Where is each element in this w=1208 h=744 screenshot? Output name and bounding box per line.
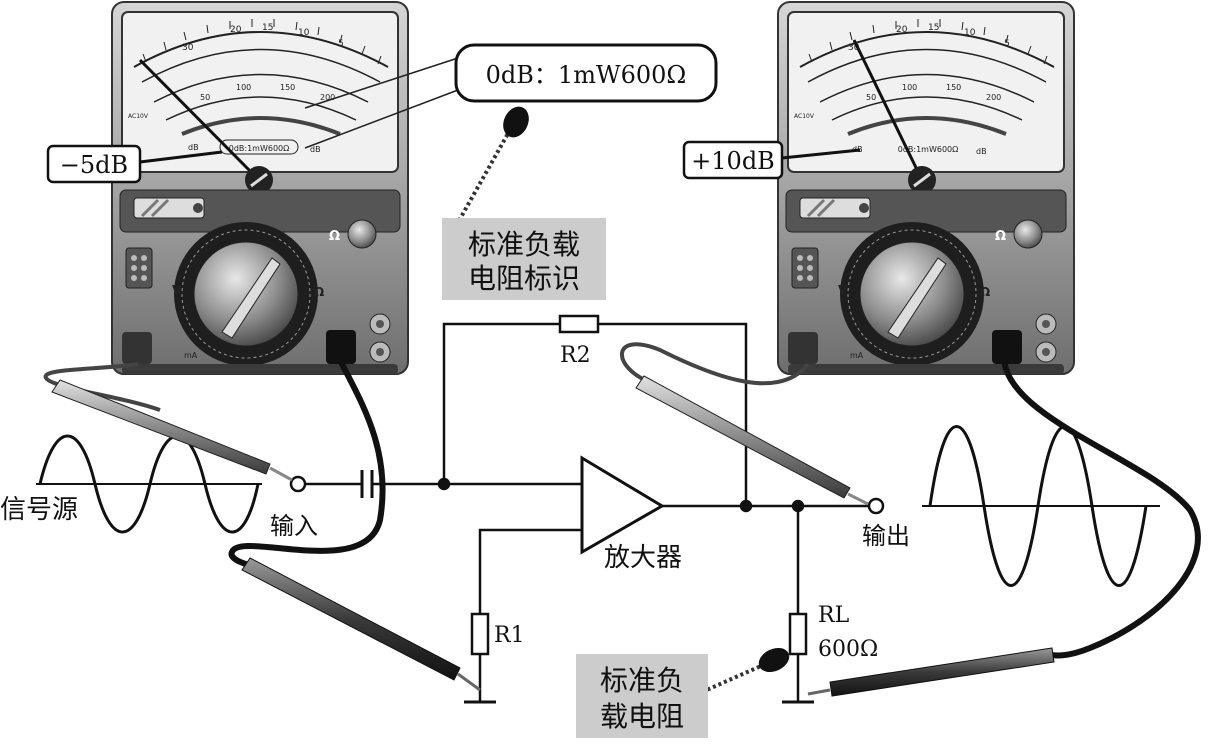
input-terminal[interactable] [289, 475, 307, 493]
right-selector-ohm-mark: Ω [980, 285, 990, 299]
right-needle [852, 39, 924, 181]
amplifier-triangle [580, 455, 665, 555]
svg-text:100: 100 [236, 83, 251, 92]
right-multimeter: 30 20 15 10 5 50 100 150 200 AC10V dB 0d… [777, 1, 1075, 375]
left-input-probe[interactable] [51, 379, 271, 475]
left-selector-v-mark: V [172, 283, 182, 297]
right-v-jack[interactable] [992, 330, 1022, 364]
left-needle [138, 58, 261, 182]
svg-text:15: 15 [928, 23, 939, 33]
signal-source-label: 信号源 [0, 495, 78, 525]
r1-resistor [470, 612, 490, 656]
left-selector-ma-mark: mA [184, 351, 198, 360]
right-dial-range-label: AC10V [794, 113, 815, 120]
rl-resistor [788, 612, 808, 656]
right-dial-ref-label: 0dB:1mW600Ω [898, 145, 959, 154]
left-v-jack[interactable] [326, 330, 356, 364]
standard-load-resistor-box: 标准负 载电阻 [576, 654, 708, 738]
right-ohm-adjust-knob[interactable] [1013, 219, 1043, 249]
svg-text:15: 15 [262, 23, 273, 33]
svg-text:50: 50 [200, 93, 210, 102]
svg-text:150: 150 [280, 83, 295, 92]
standard-load-mark-box: 标准负载 电阻标识 [442, 218, 606, 300]
right-reading-label: +10dB [691, 147, 775, 175]
left-multimeter: 30 20 15 10 5 50 100 150 200 AC10V dB 0d… [111, 1, 409, 375]
standard-load-resistor-line1: 标准负 [600, 664, 684, 697]
svg-text:30: 30 [848, 43, 860, 53]
svg-text:dB: dB [310, 145, 321, 154]
standard-load-mark-line2: 电阻标识 [468, 262, 580, 295]
svg-text:dB: dB [976, 147, 987, 156]
left-com-jack[interactable] [122, 332, 152, 364]
left-ohm-adjust-knob[interactable] [347, 219, 377, 249]
standard-load-resistor-line2: 载电阻 [600, 700, 684, 733]
right-selector-ma-mark: mA [850, 351, 864, 360]
svg-text:20: 20 [896, 25, 908, 35]
svg-text:200: 200 [986, 93, 1001, 102]
standard-load-mark-line1: 标准负载 [468, 228, 580, 261]
right-com-jack[interactable] [788, 332, 818, 364]
right-dial-ticks [808, 19, 1048, 65]
r2-label: R2 [560, 343, 591, 368]
circuit [36, 314, 1160, 704]
left-reading-label: −5dB [60, 151, 128, 179]
output-label: 输出 [862, 522, 910, 550]
left-dial-db-mark: dB [188, 143, 199, 152]
svg-text:150: 150 [946, 83, 961, 92]
left-meter-v-lead [228, 358, 481, 692]
amplifier-label: 放大器 [604, 543, 682, 573]
standard-load-resistor-pointer [696, 647, 790, 698]
right-dial-scales [799, 31, 1055, 136]
left-selector-ohm-mark: Ω [314, 285, 324, 299]
svg-text:100: 100 [902, 83, 917, 92]
right-range-selector-knob[interactable] [859, 241, 965, 347]
left-ground-probe[interactable] [241, 557, 461, 681]
svg-text:50: 50 [866, 93, 876, 102]
output-terminal[interactable] [867, 497, 885, 515]
r1-label: R1 [494, 623, 525, 648]
left-dial-range-label: AC10V [128, 113, 149, 120]
left-dial-scales [133, 31, 389, 136]
svg-text:200: 200 [320, 93, 335, 102]
right-ohm-adjust-symbol: Ω [995, 229, 1006, 244]
rl-label: RL [818, 603, 850, 628]
left-dial-ticks [142, 19, 382, 65]
right-meter-v-lead [807, 359, 1201, 697]
right-meter-com-lead [620, 342, 869, 506]
right-output-probe[interactable] [635, 375, 851, 499]
svg-text:5: 5 [1004, 39, 1010, 49]
right-reading-callout: +10dB [682, 140, 861, 180]
svg-text:10: 10 [298, 28, 310, 38]
left-range-selector-knob[interactable] [193, 241, 299, 347]
left-meter-com-lead [43, 362, 293, 482]
db-reference-label: 0dB：1mW600Ω [486, 61, 687, 89]
rl-value-label: 600Ω [818, 637, 878, 662]
svg-text:20: 20 [230, 25, 242, 35]
svg-text:5: 5 [338, 39, 344, 49]
standard-load-mark-pointer [450, 106, 529, 232]
right-ground-probe[interactable] [829, 647, 1055, 697]
db-reference-callout: 0dB：1mW600Ω [304, 43, 718, 149]
right-selector-v-mark: V [838, 283, 848, 297]
svg-text:30: 30 [182, 43, 194, 53]
left-reading-callout: −5dB [46, 144, 223, 184]
svg-text:10: 10 [964, 28, 976, 38]
r2-resistor [558, 314, 600, 334]
left-ohm-adjust-symbol: Ω [329, 229, 340, 244]
left-dial-ref-label: 0dB:1mW600Ω [229, 144, 290, 153]
input-label: 输入 [270, 512, 318, 540]
